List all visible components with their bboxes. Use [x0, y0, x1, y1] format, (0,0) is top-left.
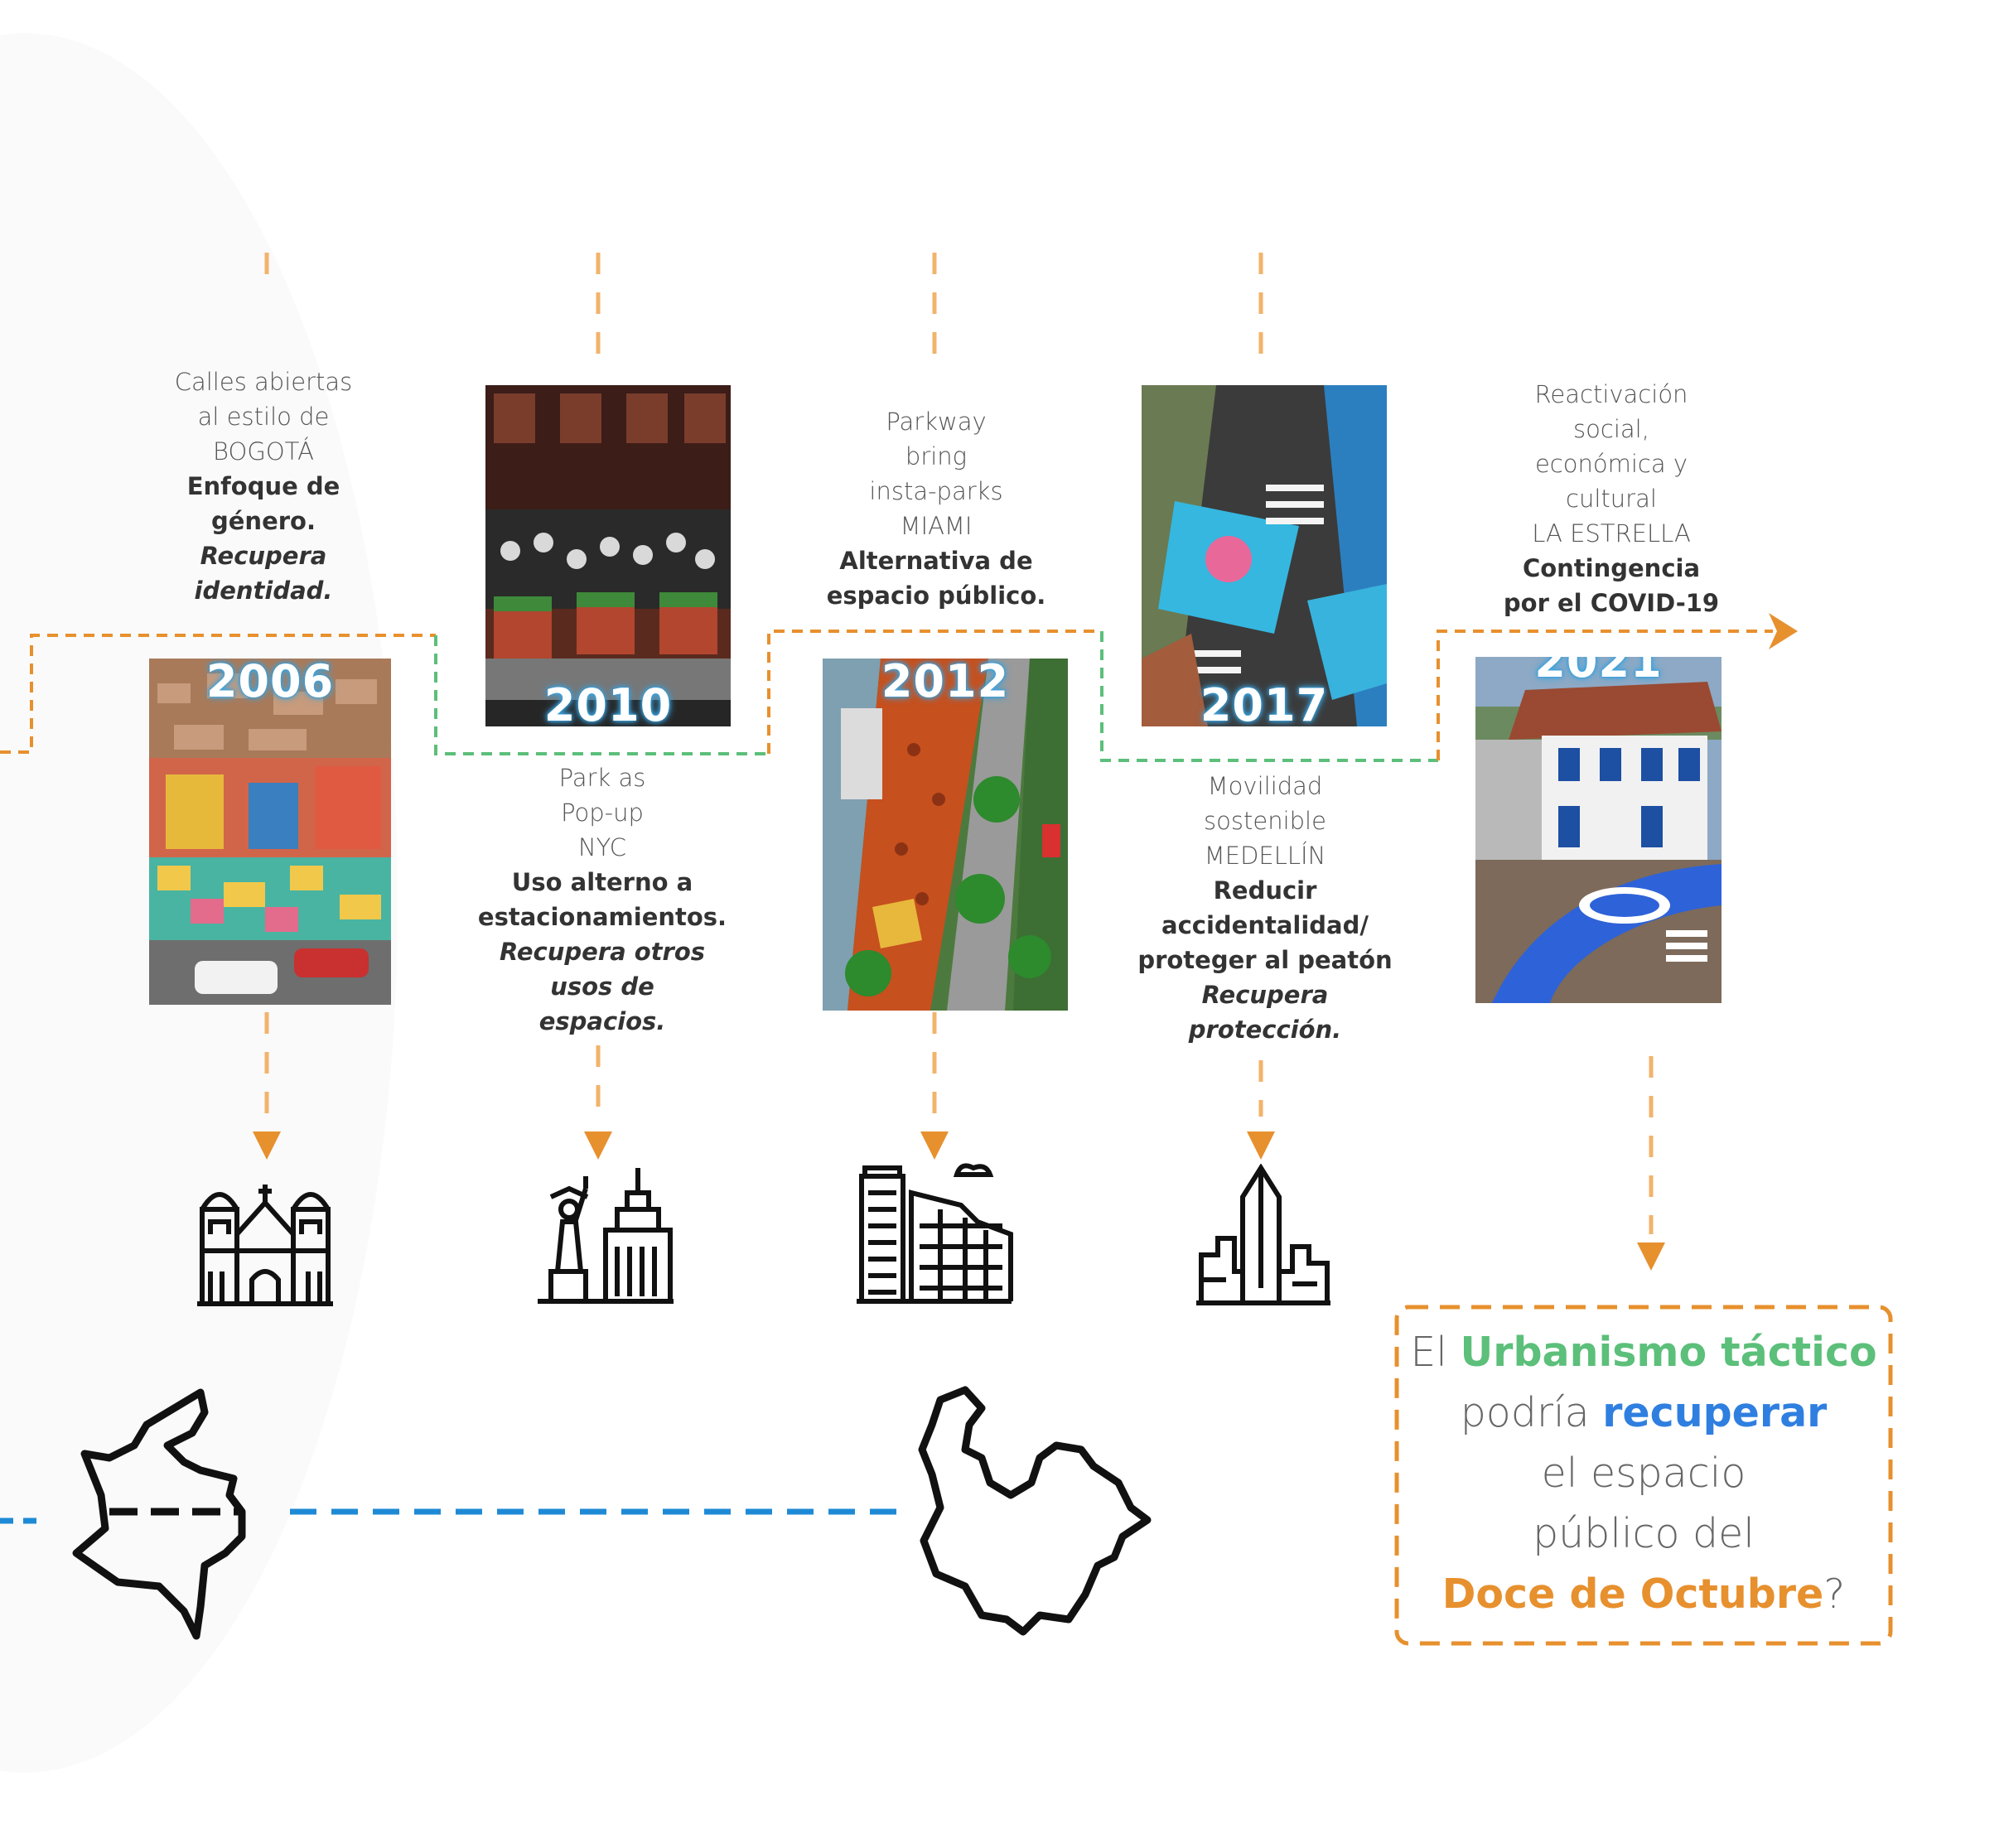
highlight-recuperar: recuperar — [1602, 1389, 1827, 1436]
question-mark: ? — [1823, 1571, 1845, 1618]
question-text: El — [1410, 1329, 1460, 1376]
text-line: género. — [131, 504, 396, 538]
question-box: El Urbanismo táctico podría recuperar el… — [1397, 1307, 1891, 1643]
question-line-4: público del — [1397, 1503, 1891, 1564]
text-line: NYC — [466, 830, 739, 865]
photo-2021-la-estrella: 2021 — [1475, 657, 1722, 1003]
question-text: podría — [1461, 1389, 1603, 1436]
text-line: Enfoque de — [131, 469, 396, 504]
text-line: Recupera otros — [466, 934, 739, 969]
text-line: por el COVID-19 — [1483, 586, 1740, 620]
text-line: Reducir — [1137, 873, 1393, 908]
text-line: al estilo de — [131, 399, 396, 434]
text-block-2021: Reactivación social, económica y cultura… — [1483, 377, 1740, 620]
text-line: Calles abiertas — [131, 364, 396, 399]
text-line: económica y — [1483, 446, 1740, 481]
text-line: Recupera — [131, 538, 396, 573]
text-line: MEDELLÍN — [1137, 838, 1393, 873]
year-label-2021: 2021 — [1475, 657, 1722, 688]
colombia-map-icon — [68, 1387, 254, 1640]
photo-2010-nyc: 2010 — [485, 385, 731, 726]
text-line: Park as — [466, 760, 739, 795]
year-label-2012: 2012 — [823, 659, 1068, 707]
photo-2012-miami: 2012 — [823, 659, 1068, 1011]
photo-2006-bogota: 2006 — [149, 659, 391, 1005]
text-line: identidad. — [131, 573, 396, 608]
year-label-2006: 2006 — [149, 659, 391, 707]
statue-of-liberty-icon — [534, 1164, 677, 1305]
highlight-urbanismo: Urbanismo táctico — [1460, 1329, 1876, 1376]
text-line: Alternativa de — [808, 543, 1065, 578]
cathedral-icon — [194, 1168, 336, 1307]
text-line: protección. — [1137, 1012, 1393, 1047]
text-line: Uso alterno a — [466, 865, 739, 900]
year-label-2010: 2010 — [485, 679, 731, 726]
arrow-2021 — [1637, 1242, 1665, 1271]
text-block-2010: Park as Pop-up NYC Uso alterno a estacio… — [466, 760, 739, 1039]
text-block-2012: Parkway bring insta-parks MIAMI Alternat… — [808, 404, 1065, 613]
text-line: espacio público. — [808, 578, 1065, 613]
text-line: Reactivación — [1483, 377, 1740, 412]
text-line: Recupera — [1137, 977, 1393, 1012]
city-tower-icon — [1193, 1164, 1334, 1306]
arrow-2010 — [584, 1131, 612, 1160]
highlight-doce-de-octubre: Doce de Octubre — [1442, 1571, 1824, 1618]
text-line: usos de — [466, 969, 739, 1004]
photo-2017-medellin: 2017 — [1142, 385, 1387, 726]
text-line: accidentalidad/ — [1137, 908, 1393, 943]
text-line: cultural — [1483, 481, 1740, 516]
text-line: Pop-up — [466, 795, 739, 830]
text-block-2017: Movilidad sostenible MEDELLÍN Reducir ac… — [1137, 769, 1393, 1047]
text-line: social, — [1483, 412, 1740, 446]
question-line-1: El Urbanismo táctico — [1397, 1322, 1891, 1382]
question-line-3: el espacio — [1397, 1443, 1891, 1503]
text-line: Parkway — [808, 404, 1065, 439]
year-label-2017: 2017 — [1142, 679, 1387, 726]
text-line: insta-parks — [808, 474, 1065, 509]
text-line: MIAMI — [808, 509, 1065, 543]
arrow-2006 — [253, 1131, 281, 1160]
text-line: proteger al peatón — [1137, 943, 1393, 977]
question-line-2: podría recuperar — [1397, 1382, 1891, 1443]
text-line: sostenible — [1137, 803, 1393, 838]
text-line: Contingencia — [1483, 551, 1740, 586]
text-line: BOGOTÁ — [131, 434, 396, 469]
text-block-2006: Calles abiertas al estilo de BOGOTÁ Enfo… — [131, 364, 396, 608]
text-line: espacios. — [466, 1004, 739, 1039]
timeline-arrowhead — [1769, 613, 1798, 649]
antioquia-map-icon — [907, 1383, 1152, 1636]
arrow-2017 — [1247, 1131, 1275, 1160]
question-line-5: Doce de Octubre? — [1397, 1564, 1891, 1624]
text-line: Movilidad — [1137, 769, 1393, 803]
text-line: bring — [808, 439, 1065, 474]
arrow-2012 — [920, 1131, 949, 1160]
skyscrapers-icon — [853, 1160, 1015, 1305]
text-line: estacionamientos. — [466, 900, 739, 934]
text-line: LA ESTRELLA — [1483, 516, 1740, 551]
